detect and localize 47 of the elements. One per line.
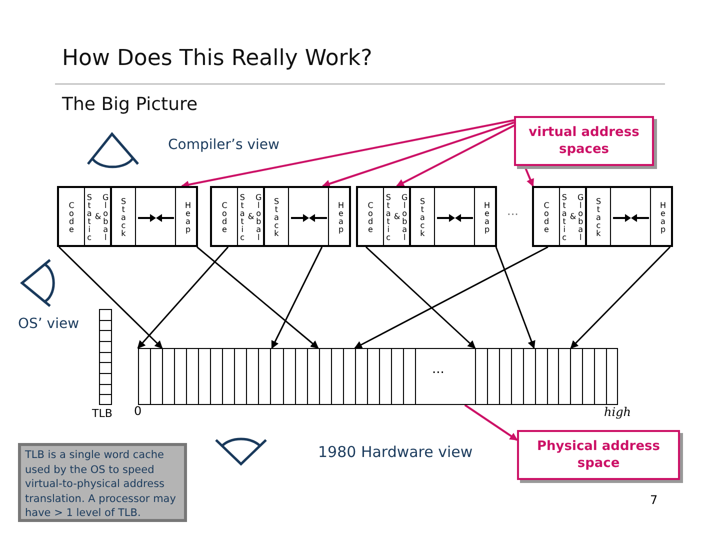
arrow bbox=[180, 119, 514, 189]
arrow bbox=[495, 246, 536, 349]
callout-box: virtual address spaces bbox=[514, 116, 654, 166]
page-number: 7 bbox=[650, 493, 658, 507]
code-segment: Code bbox=[59, 188, 85, 245]
static-global-segment: Static & Global bbox=[560, 188, 586, 245]
view-label: 1980 Hardware view bbox=[318, 443, 473, 461]
stack-segment: Stack bbox=[264, 188, 289, 245]
address-space-box bbox=[356, 186, 497, 247]
axis-label: high bbox=[604, 405, 631, 419]
arrow bbox=[366, 246, 476, 349]
physical-memory-bar bbox=[138, 348, 618, 405]
address-space-box bbox=[532, 186, 673, 247]
heap-segment: Heap bbox=[328, 188, 353, 245]
stack-segment: Stack bbox=[586, 188, 611, 245]
arrow bbox=[464, 404, 518, 441]
note-box: TLB is a single word cache used by the OS to speed virtual-to-physical address translation. A processor may have > 1 level of TLB. bbox=[18, 443, 187, 522]
static-global-segment: Static & Global bbox=[384, 188, 410, 245]
arrow bbox=[354, 246, 548, 349]
static-global-segment: Static & Global bbox=[238, 188, 264, 245]
tlb-label: TLB bbox=[92, 407, 112, 420]
stack-segment: Stack bbox=[111, 188, 136, 245]
arrow bbox=[271, 246, 323, 349]
arrow bbox=[570, 246, 671, 349]
heap-segment: Heap bbox=[175, 188, 200, 245]
static-global-segment: Static & Global bbox=[85, 188, 111, 245]
address-space-box bbox=[57, 186, 198, 247]
arrow bbox=[137, 246, 229, 349]
code-segment: Code bbox=[534, 188, 560, 245]
axis-label: 0 bbox=[134, 404, 142, 418]
heap-segment: Heap bbox=[474, 188, 499, 245]
view-label: Compiler’s view bbox=[168, 137, 280, 153]
code-segment: Code bbox=[212, 188, 238, 245]
ellipsis: ... bbox=[507, 204, 518, 218]
arrow bbox=[58, 246, 163, 349]
address-space-box bbox=[210, 186, 351, 247]
slide-title: How Does This Really Work? bbox=[62, 46, 372, 71]
subtitle: The Big Picture bbox=[62, 94, 198, 115]
heap-segment: Heap bbox=[650, 188, 675, 245]
view-label: OS’ view bbox=[18, 316, 80, 332]
tlb-bar bbox=[99, 309, 112, 405]
stack-segment: Stack bbox=[410, 188, 435, 245]
arrow bbox=[196, 246, 319, 349]
arrow bbox=[322, 122, 514, 188]
ellipsis: ... bbox=[432, 362, 444, 377]
code-segment: Code bbox=[358, 188, 384, 245]
callout-box: Physical address space bbox=[517, 430, 680, 480]
